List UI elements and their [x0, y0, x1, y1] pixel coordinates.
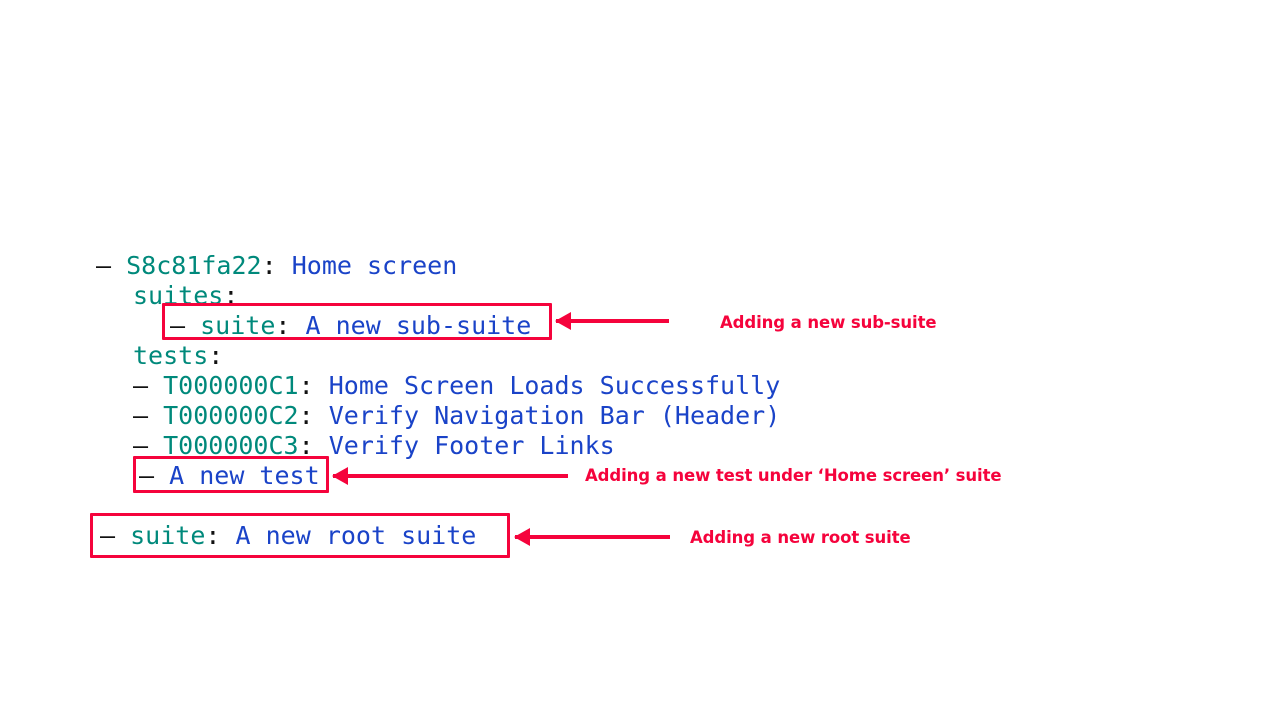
colon: :: [298, 371, 314, 400]
colon: :: [205, 521, 221, 550]
list-dash: –: [133, 431, 149, 460]
test-id: T000000C2: [163, 401, 299, 430]
arrow-new-test: [333, 474, 568, 478]
arrow-sub-suite: [556, 319, 669, 323]
test-name: Home Screen Loads Successfully: [328, 371, 781, 400]
highlight-box-sub-suite: [162, 303, 552, 340]
root-suite-id: S8c81fa22: [126, 251, 262, 280]
sub-suite-key: suite: [200, 311, 276, 340]
line-new-test[interactable]: – A new test: [139, 461, 320, 491]
new-test-value: A new test: [169, 461, 320, 490]
test-name: Verify Navigation Bar (Header): [328, 401, 781, 430]
line-test-3[interactable]: – T000000C3: Verify Footer Links: [133, 431, 615, 461]
spacer: [314, 401, 329, 430]
annotation-new-test: Adding a new test under ‘Home screen’ su…: [585, 466, 1002, 485]
spacer: [277, 251, 292, 280]
tests-key-label: tests: [133, 341, 209, 370]
highlight-box-root-suite: [90, 513, 510, 558]
sub-suite-value: A new sub-suite: [305, 311, 532, 340]
colon: :: [298, 401, 314, 430]
spacer: [314, 371, 329, 400]
line-new-root-suite[interactable]: – suite: A new root suite: [100, 521, 476, 551]
spacer: [148, 401, 163, 430]
arrow-root-suite: [515, 535, 670, 539]
line-tests-key[interactable]: tests:: [133, 341, 223, 371]
list-dash: –: [100, 521, 116, 550]
root-suite-key: suite: [130, 521, 206, 550]
annotation-root-suite: Adding a new root suite: [690, 528, 911, 547]
list-dash: –: [170, 311, 186, 340]
list-dash: –: [96, 251, 112, 280]
line-root-suite[interactable]: – S8c81fa22: Home screen: [96, 251, 457, 281]
colon: :: [208, 341, 224, 370]
test-id: T000000C1: [163, 371, 299, 400]
colon: :: [223, 281, 239, 310]
colon: :: [298, 431, 314, 460]
list-dash: –: [133, 401, 149, 430]
colon: :: [261, 251, 277, 280]
list-dash: –: [133, 371, 149, 400]
spacer: [111, 251, 126, 280]
line-test-1[interactable]: – T000000C1: Home Screen Loads Successfu…: [133, 371, 780, 401]
spacer: [148, 371, 163, 400]
line-new-sub-suite[interactable]: – suite: A new sub-suite: [170, 311, 531, 341]
list-dash: –: [139, 461, 155, 490]
root-suite-name: Home screen: [291, 251, 458, 280]
test-name: Verify Footer Links: [328, 431, 615, 460]
new-root-suite-value: A new root suite: [235, 521, 477, 550]
line-test-2[interactable]: – T000000C2: Verify Navigation Bar (Head…: [133, 401, 780, 431]
colon: :: [275, 311, 291, 340]
test-id: T000000C3: [163, 431, 299, 460]
annotation-sub-suite: Adding a new sub-suite: [720, 313, 937, 332]
highlight-box-new-test: [133, 456, 329, 493]
